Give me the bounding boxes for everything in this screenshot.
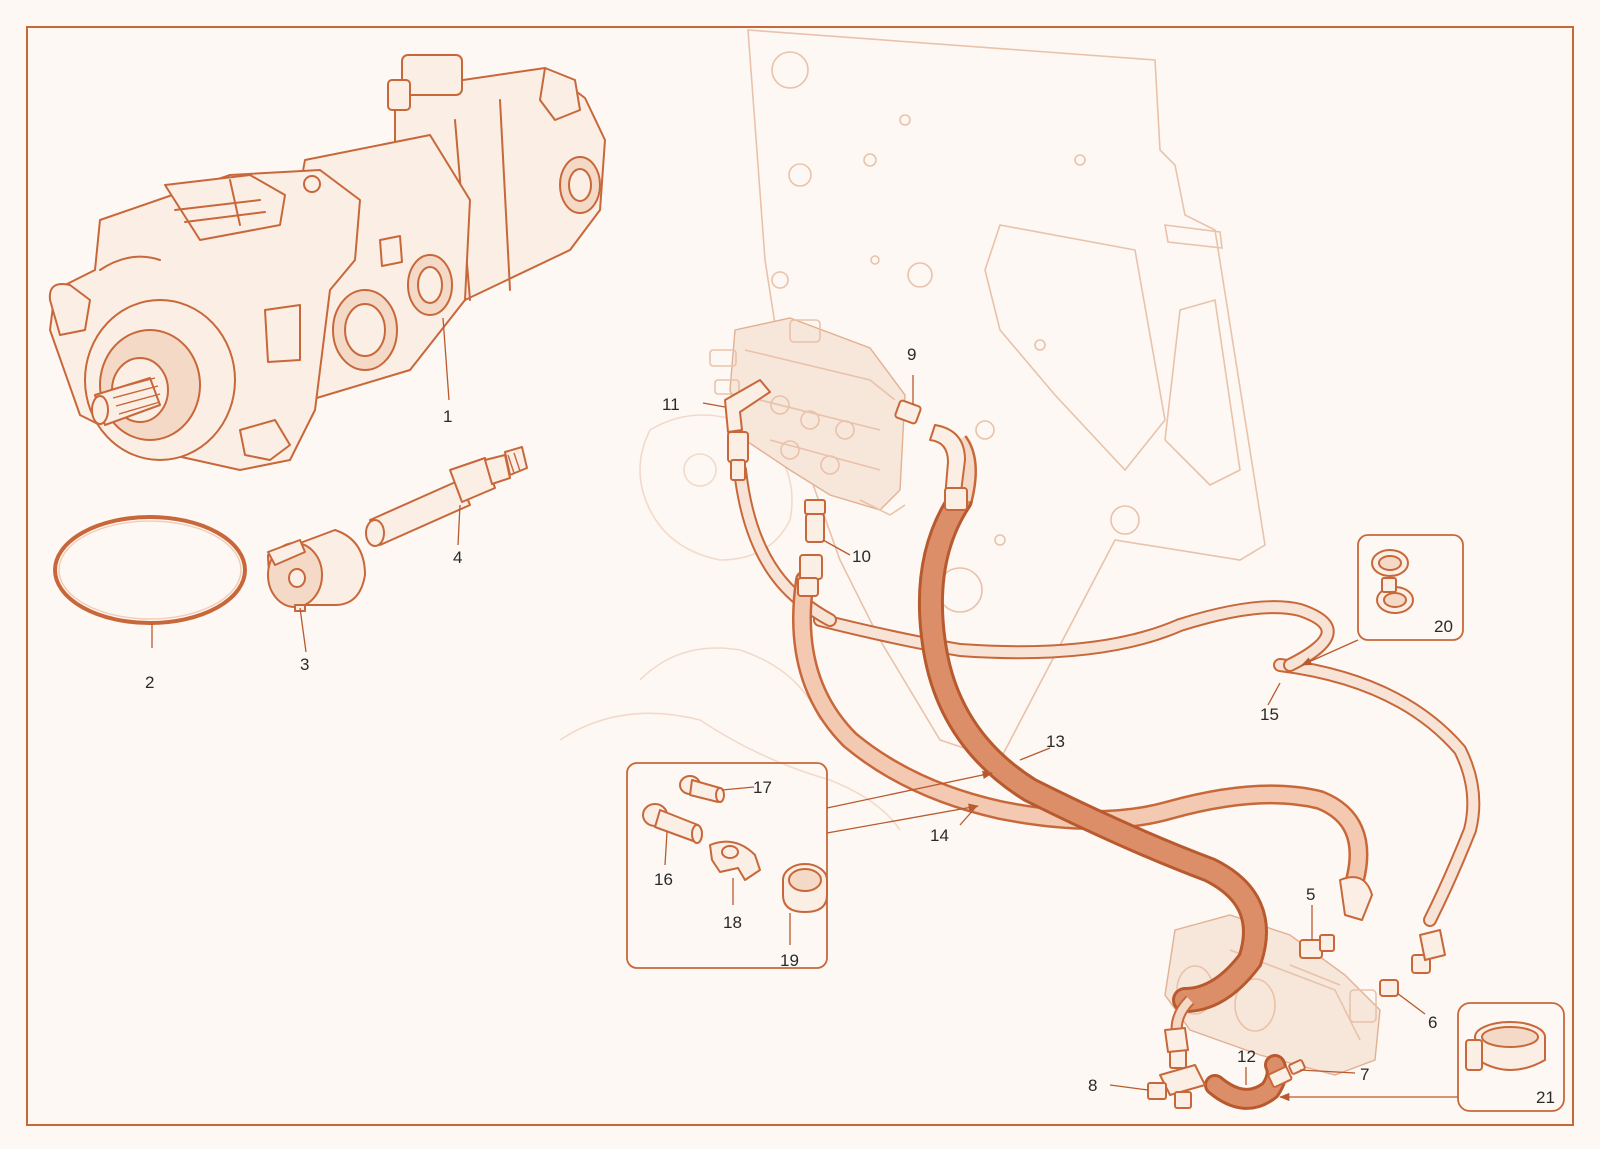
callout-14: 14: [930, 826, 949, 845]
callout-3: 3: [300, 655, 309, 674]
callout-21: 21: [1536, 1088, 1555, 1107]
callout-2: 2: [145, 673, 154, 692]
callout-18: 18: [723, 913, 742, 932]
callout-10: 10: [852, 547, 871, 566]
callout-1: 1: [443, 407, 452, 426]
callout-17: 17: [753, 778, 772, 797]
hose-fittings: [724, 379, 1446, 1109]
page-frame: [26, 26, 1574, 1126]
callout-15: 15: [1260, 705, 1279, 724]
detail-box-clamp-21: [1457, 1002, 1565, 1112]
callout-12: 12: [1237, 1047, 1256, 1066]
callout-6: 6: [1428, 1013, 1437, 1032]
detail-box-fasteners: [626, 762, 828, 969]
callout-4: 4: [453, 548, 462, 567]
callout-9: 9: [907, 345, 916, 364]
detail-box-clamp-20: [1357, 534, 1464, 641]
valve-cartridge: [365, 446, 528, 547]
control-valve-block: [709, 317, 906, 516]
hydraulic-pump-assembly: [48, 54, 606, 471]
callout-13: 13: [1046, 732, 1065, 751]
o-ring: [53, 515, 247, 625]
solenoid-coil: [267, 529, 366, 612]
callout-5: 5: [1306, 885, 1315, 904]
callout-11: 11: [662, 395, 680, 414]
callout-8: 8: [1088, 1076, 1097, 1095]
hoses: [733, 435, 1481, 1110]
callout-7: 7: [1360, 1065, 1369, 1084]
callout-16: 16: [654, 870, 673, 889]
mounting-plate: [747, 29, 1266, 761]
callout-19: 19: [780, 951, 799, 970]
callout-20: 20: [1434, 617, 1453, 636]
callout-labels: 1 2 3 4 5 6 7 8 9 10 11 12 13 14 15 16 1…: [145, 345, 1555, 1107]
leader-lines: [151, 317, 1458, 1102]
